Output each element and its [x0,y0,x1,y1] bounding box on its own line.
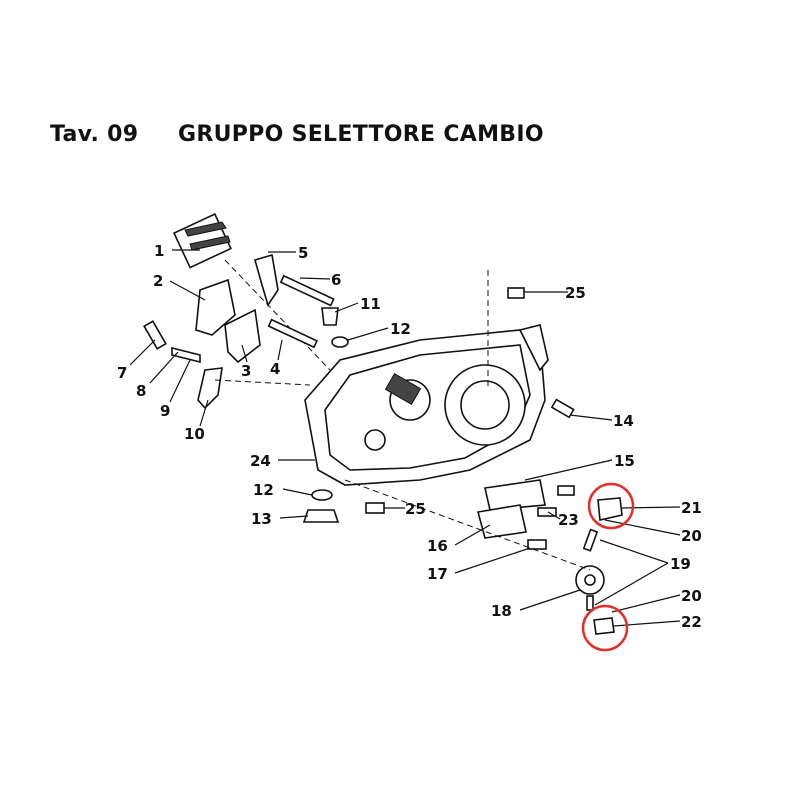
callout-23: 23 [558,511,579,529]
highlight-circle-21 [587,482,635,530]
callout-25-lower: 25 [405,500,426,518]
screw-7 [143,320,167,350]
callout-1: 1 [154,242,164,260]
callout-8: 8 [136,382,146,400]
fork-shaft-6 [279,274,335,307]
callout-21: 21 [681,499,702,517]
callout-14: 14 [613,412,634,430]
highlight-circle-22 [581,604,629,652]
callout-10: 10 [184,425,205,443]
callout-11: 11 [360,295,381,313]
callout-18: 18 [491,602,512,620]
selector-lever-10 [197,367,223,410]
callout-19: 19 [670,555,691,573]
diagram-title: GRUPPO SELETTORE CAMBIO [178,122,544,147]
callout-22: 22 [681,613,702,631]
callout-13: 13 [251,510,272,528]
leader-lines [129,249,681,627]
callout-16: 16 [427,537,448,555]
callout-6: 6 [331,271,341,289]
callout-2: 2 [153,272,163,290]
callout-24: 24 [250,452,271,470]
table-number: Tav. 09 [50,122,139,147]
callout-7: 7 [117,364,127,382]
callout-20: 20 [681,527,702,545]
spring-8 [171,346,201,364]
callout-12-lower: 12 [253,481,274,499]
shift-fork-5 [254,253,279,307]
callout-17: 17 [427,565,448,583]
callout-9: 9 [160,402,170,420]
callout-3: 3 [241,362,251,380]
callout-4: 4 [270,360,280,378]
shift-drum [172,212,331,371]
small-parts [302,287,623,635]
crankcase [304,270,549,486]
callout-15: 15 [614,452,635,470]
callout-25: 25 [565,284,586,302]
callout-5: 5 [298,244,308,262]
fork-shaft-4 [267,318,318,349]
shift-fork-2 [195,278,236,336]
callout-12: 12 [390,320,411,338]
callout-20-lower: 20 [681,587,702,605]
shift-fork-3 [224,308,261,364]
